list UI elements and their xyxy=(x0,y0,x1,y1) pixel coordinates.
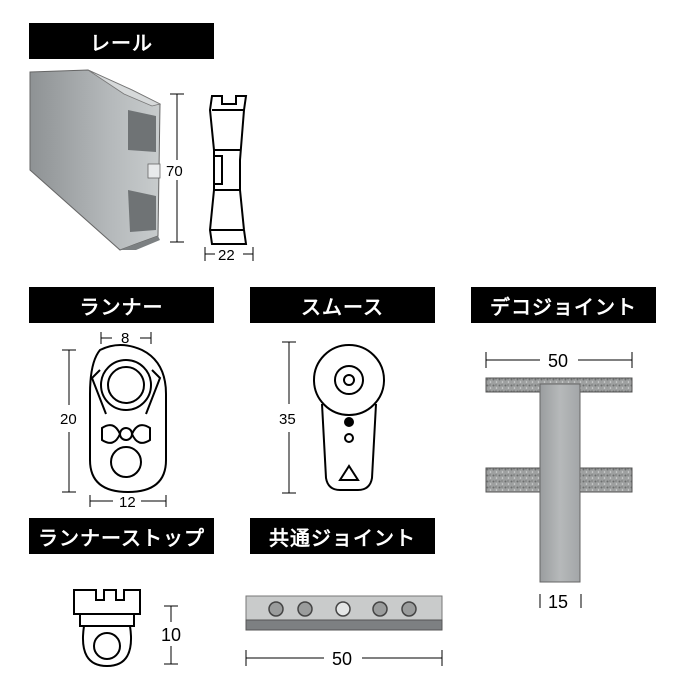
smooth-height-label: 35 xyxy=(279,411,296,428)
section-label-smooth: スムース xyxy=(250,287,435,323)
section-label-runner: ランナー xyxy=(29,287,214,323)
common-width-label: 50 xyxy=(332,649,352,669)
runner-stop-height-dimension xyxy=(164,605,178,665)
rail-height-dimension xyxy=(170,93,184,243)
deco-post-dimension xyxy=(539,594,582,608)
rail-illustration xyxy=(29,69,162,251)
rail-width-label: 22 xyxy=(218,247,235,264)
section-label-deco-joint: デコジョイント xyxy=(471,287,656,323)
deco-width-dimension xyxy=(485,352,633,368)
runner-stop-illustration xyxy=(73,589,141,668)
section-label-runner-stop: ランナーストップ xyxy=(29,518,214,554)
rail-cross-section xyxy=(208,95,248,245)
deco-post-label: 15 xyxy=(548,592,568,612)
runner-height-label: 20 xyxy=(60,411,77,428)
smooth-illustration xyxy=(313,344,385,491)
rail-height-label: 70 xyxy=(166,163,183,180)
common-joint-illustration xyxy=(245,595,443,631)
runner-width-bottom-label: 12 xyxy=(119,494,136,511)
common-width-dimension xyxy=(245,650,443,666)
runner-width-top-label: 8 xyxy=(121,330,129,347)
smooth-height-dimension xyxy=(282,341,296,494)
runner-dimensions xyxy=(62,332,167,507)
runner-illustration xyxy=(89,344,167,494)
runner-stop-height-label: 10 xyxy=(161,625,181,645)
deco-joint-illustration xyxy=(485,377,633,583)
rail-width-dimension xyxy=(204,247,254,261)
section-label-common-joint: 共通ジョイント xyxy=(250,518,435,554)
section-label-rail: レール xyxy=(29,23,214,59)
deco-width-label: 50 xyxy=(548,351,568,371)
